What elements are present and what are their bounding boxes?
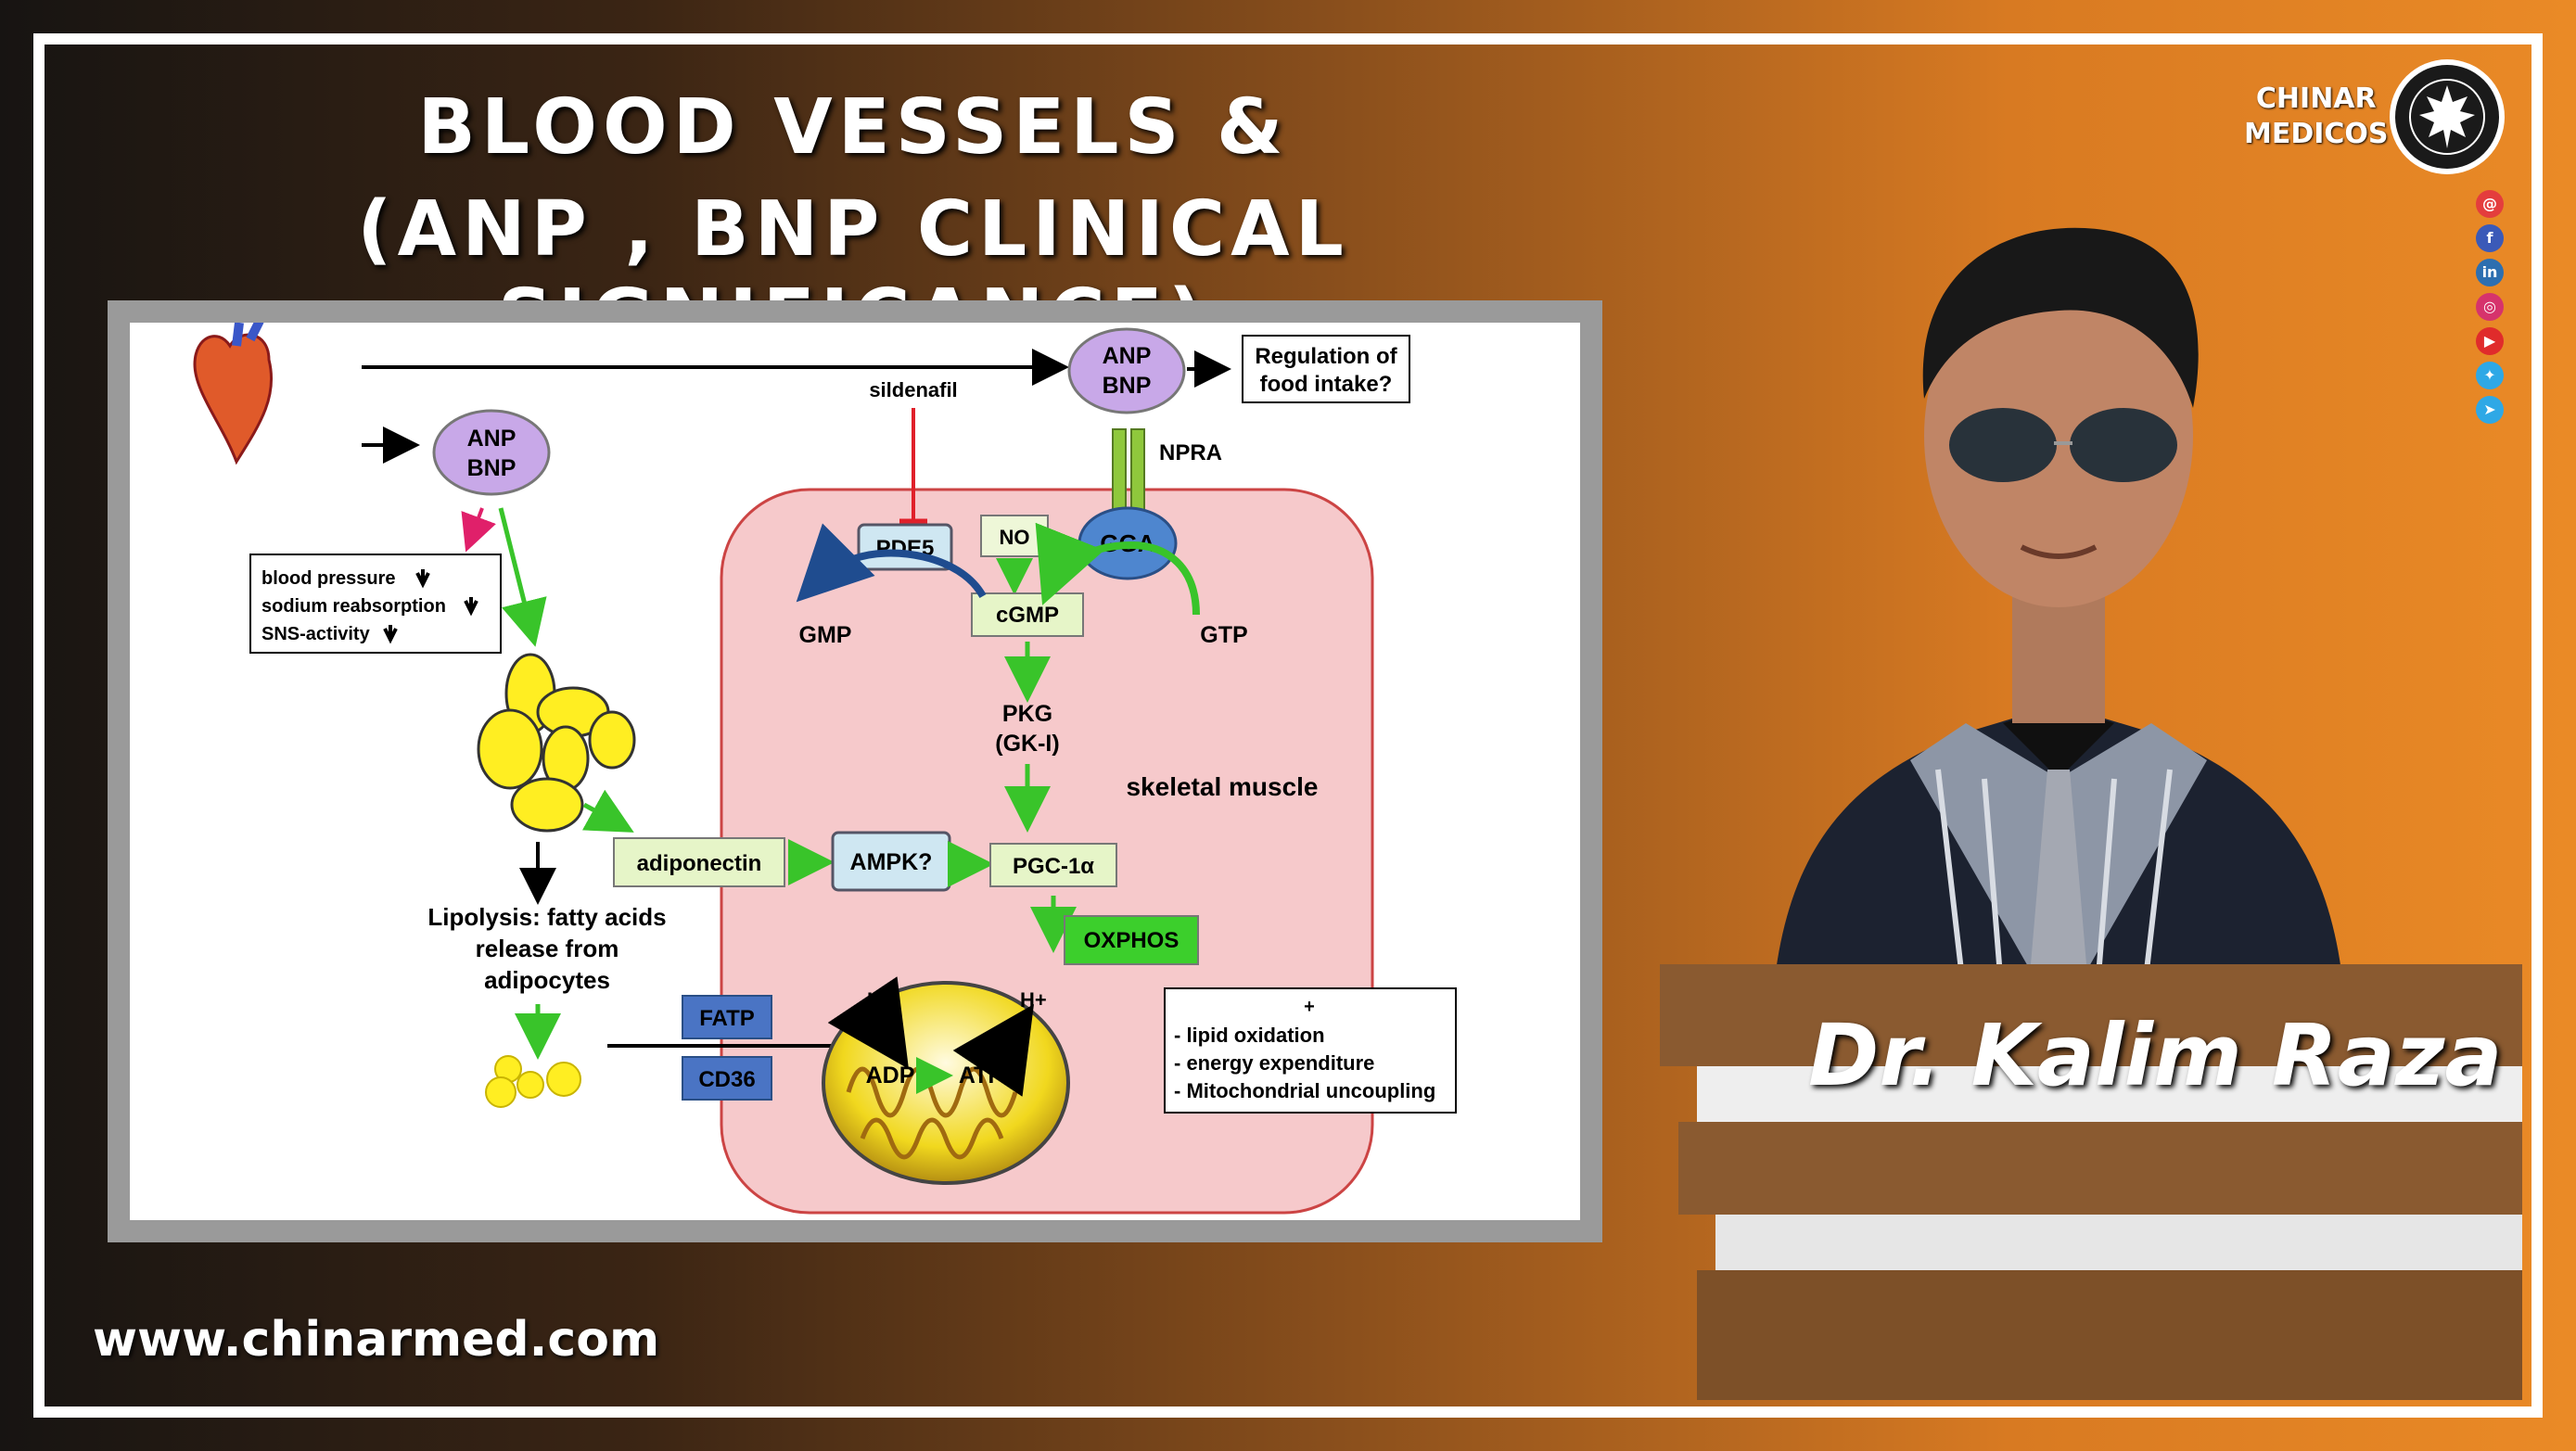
gk1-label: (GK-I) (995, 731, 1059, 757)
effect-blood-pressure: blood pressure (261, 568, 395, 589)
lipolysis-line-1: Lipolysis: fatty acids (427, 903, 666, 931)
oxphos-label: OXPHOS (1084, 928, 1180, 953)
atp-label: ATP (959, 1063, 1003, 1088)
youtube-icon[interactable]: ▶ (2476, 327, 2504, 355)
presenter-photo (1771, 227, 2346, 1020)
outcomes-box (1164, 987, 1457, 1114)
outcome-energy: - energy expenditure (1174, 1051, 1374, 1075)
h-plus-left-label: H+ (867, 988, 894, 1012)
outcome-uncoupling: - Mitochondrial uncoupling (1174, 1079, 1435, 1102)
mitochondrion-icon (822, 981, 1070, 1185)
pkg-label: PKG (1002, 701, 1052, 727)
chinar-leaf-seal-icon (2390, 59, 2505, 174)
presenter-name: Dr. Kalim Raza (1808, 1006, 2503, 1105)
brand-logo-text: CHINAR MEDICOS (2244, 82, 2389, 152)
effects-box (249, 554, 502, 654)
adiponectin-box (613, 837, 785, 887)
regulation-box (1242, 335, 1410, 403)
fatp-label: FATP (699, 1006, 755, 1031)
telegram-icon[interactable]: ➤ (2476, 396, 2504, 424)
npra-label: NPRA (1159, 440, 1222, 465)
effect-sodium: sodium reabsorption (261, 596, 446, 617)
lipolysis-line-3: adipocytes (484, 966, 610, 994)
effect-sns: SNS-activity (261, 624, 371, 644)
no-label: NO (1000, 526, 1030, 549)
pgc1a-box (989, 843, 1117, 887)
adipocyte-cluster-icon (477, 653, 636, 833)
facebook-icon[interactable]: f (2476, 224, 2504, 252)
gmp-label: GMP (799, 622, 852, 648)
h-plus-right-label: H+ (1020, 988, 1047, 1012)
fatp-box (682, 995, 772, 1039)
website-url[interactable]: www.chinarmed.com (93, 1312, 660, 1368)
bnp-left-label: BNP (467, 455, 516, 481)
heart-icon (193, 323, 274, 465)
pgc1a-label: PGC-1α (1013, 854, 1094, 879)
instagram-icon[interactable]: ◎ (2476, 293, 2504, 321)
lipolysis-line-2: release from (476, 935, 619, 962)
cd36-label: CD36 (698, 1067, 755, 1092)
cd36-box (682, 1056, 772, 1101)
diagram-panel: ANP BNP Regulation of food intake? ANP B… (108, 300, 1602, 1242)
anp-bnp-left-node (432, 409, 551, 496)
brand-line-1: CHINAR (2255, 83, 2377, 115)
regulation-line-1: Regulation of (1255, 344, 1397, 369)
brand-line-2: MEDICOS (2244, 118, 2389, 150)
down-arrow-icon (383, 625, 398, 644)
anp-left-label: ANP (467, 426, 516, 452)
title-line-1: BLOOD VESSELS & (417, 83, 1289, 172)
gtp-label: GTP (1200, 622, 1247, 648)
white-frame (33, 33, 2543, 1418)
adiponectin-label: adiponectin (637, 851, 762, 876)
twitter-icon[interactable]: ✦ (2476, 362, 2504, 389)
bnp-top-label: BNP (1103, 373, 1152, 399)
cgmp-label: cGMP (996, 603, 1059, 628)
anp-top-label: ANP (1103, 343, 1152, 369)
email-icon[interactable]: @ (2476, 190, 2504, 218)
linkedin-icon[interactable]: in (2476, 259, 2504, 286)
npra-receptor (1112, 428, 1127, 512)
podium (1660, 964, 2522, 1400)
down-arrow-icon (464, 597, 478, 617)
regulation-line-2: food intake? (1260, 372, 1393, 397)
sildenafil-label: sildenafil (869, 378, 957, 401)
outcome-plus: + (1304, 997, 1315, 1017)
skeletal-muscle-label: skeletal muscle (1126, 772, 1318, 801)
oxphos-box (1064, 915, 1199, 965)
adp-label: ADP (866, 1063, 915, 1088)
anp-bnp-pathway-diagram: ANP BNP Regulation of food intake? ANP B… (130, 323, 1580, 1220)
fatty-acid-droplets-icon (485, 1055, 581, 1108)
outcome-lipid: - lipid oxidation (1174, 1024, 1325, 1047)
anp-bnp-top-node (1067, 327, 1186, 414)
ampk-label: AMPK? (850, 849, 933, 875)
down-arrow-icon (415, 569, 430, 589)
